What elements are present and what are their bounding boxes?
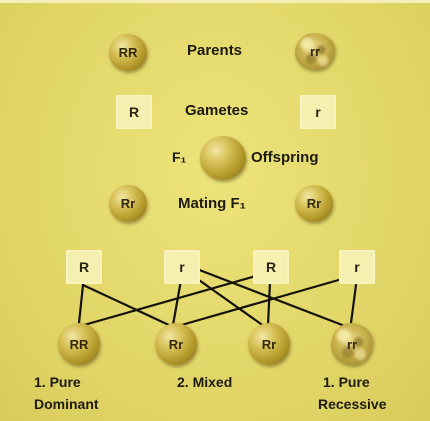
line-R3-RR — [82, 270, 272, 327]
mating-label: Mating F₁ — [178, 195, 246, 212]
line-r2-Rr — [171, 278, 183, 327]
mating-pea-right: Rr — [295, 185, 333, 222]
result-pea-1: RR — [58, 323, 100, 365]
offspring-label: Offspring — [251, 149, 319, 166]
caption-pure-recessive-line2: Recessive — [318, 396, 387, 412]
gamete-box-1: R — [66, 250, 102, 284]
parent-right-genotype: rr — [309, 44, 321, 59]
line-R1-Rr — [81, 283, 173, 328]
gamete-box-right: r — [300, 95, 336, 129]
parents-label: Parents — [187, 42, 243, 59]
line-r4-rr — [349, 283, 358, 325]
gamete-left-allele: R — [128, 104, 140, 120]
result-1-genotype: RR — [69, 336, 89, 352]
mating-pea-left: Rr — [109, 185, 147, 222]
gametes-label: Gametes — [185, 102, 249, 119]
line-R1-RR — [77, 283, 85, 325]
result-3-genotype: Rr — [261, 336, 277, 352]
line-r2-Rr2 — [187, 271, 270, 331]
gamete-4-allele: r — [354, 259, 360, 275]
line-r4-Rr — [176, 273, 358, 328]
caption-mixed: 2. Mixed — [177, 374, 233, 390]
parent-left-genotype: RR — [118, 45, 138, 60]
mating-right-genotype: Rr — [306, 196, 322, 211]
gamete-2-allele: r — [179, 259, 185, 275]
result-pea-4: rr — [331, 323, 373, 365]
gamete-box-2: r — [164, 250, 200, 284]
parent-rr-recessive-pea: rr — [295, 33, 335, 70]
gamete-box-4: r — [339, 250, 375, 284]
gamete-box-left: R — [116, 95, 152, 129]
result-pea-3: Rr — [248, 323, 290, 365]
mating-left-genotype: Rr — [120, 196, 136, 211]
caption-pure-recessive-line1: 1. Pure — [323, 374, 370, 390]
line-R3-Rr — [266, 280, 272, 327]
f1-label: F₁ — [172, 149, 187, 165]
parent-rr-dominant-pea: RR — [109, 34, 147, 71]
gamete-right-allele: r — [315, 104, 321, 120]
gamete-box-3: R — [253, 250, 289, 284]
result-pea-2: Rr — [155, 323, 197, 365]
gamete-3-allele: R — [265, 259, 277, 275]
connection-lines — [77, 264, 358, 331]
result-4-genotype: rr — [346, 336, 358, 352]
caption-pure-dominant-line1: 1. Pure — [34, 374, 81, 390]
result-2-genotype: Rr — [168, 336, 184, 352]
offspring-pea — [200, 136, 246, 180]
gamete-1-allele: R — [78, 259, 90, 275]
caption-pure-dominant-line2: Dominant — [34, 396, 99, 412]
